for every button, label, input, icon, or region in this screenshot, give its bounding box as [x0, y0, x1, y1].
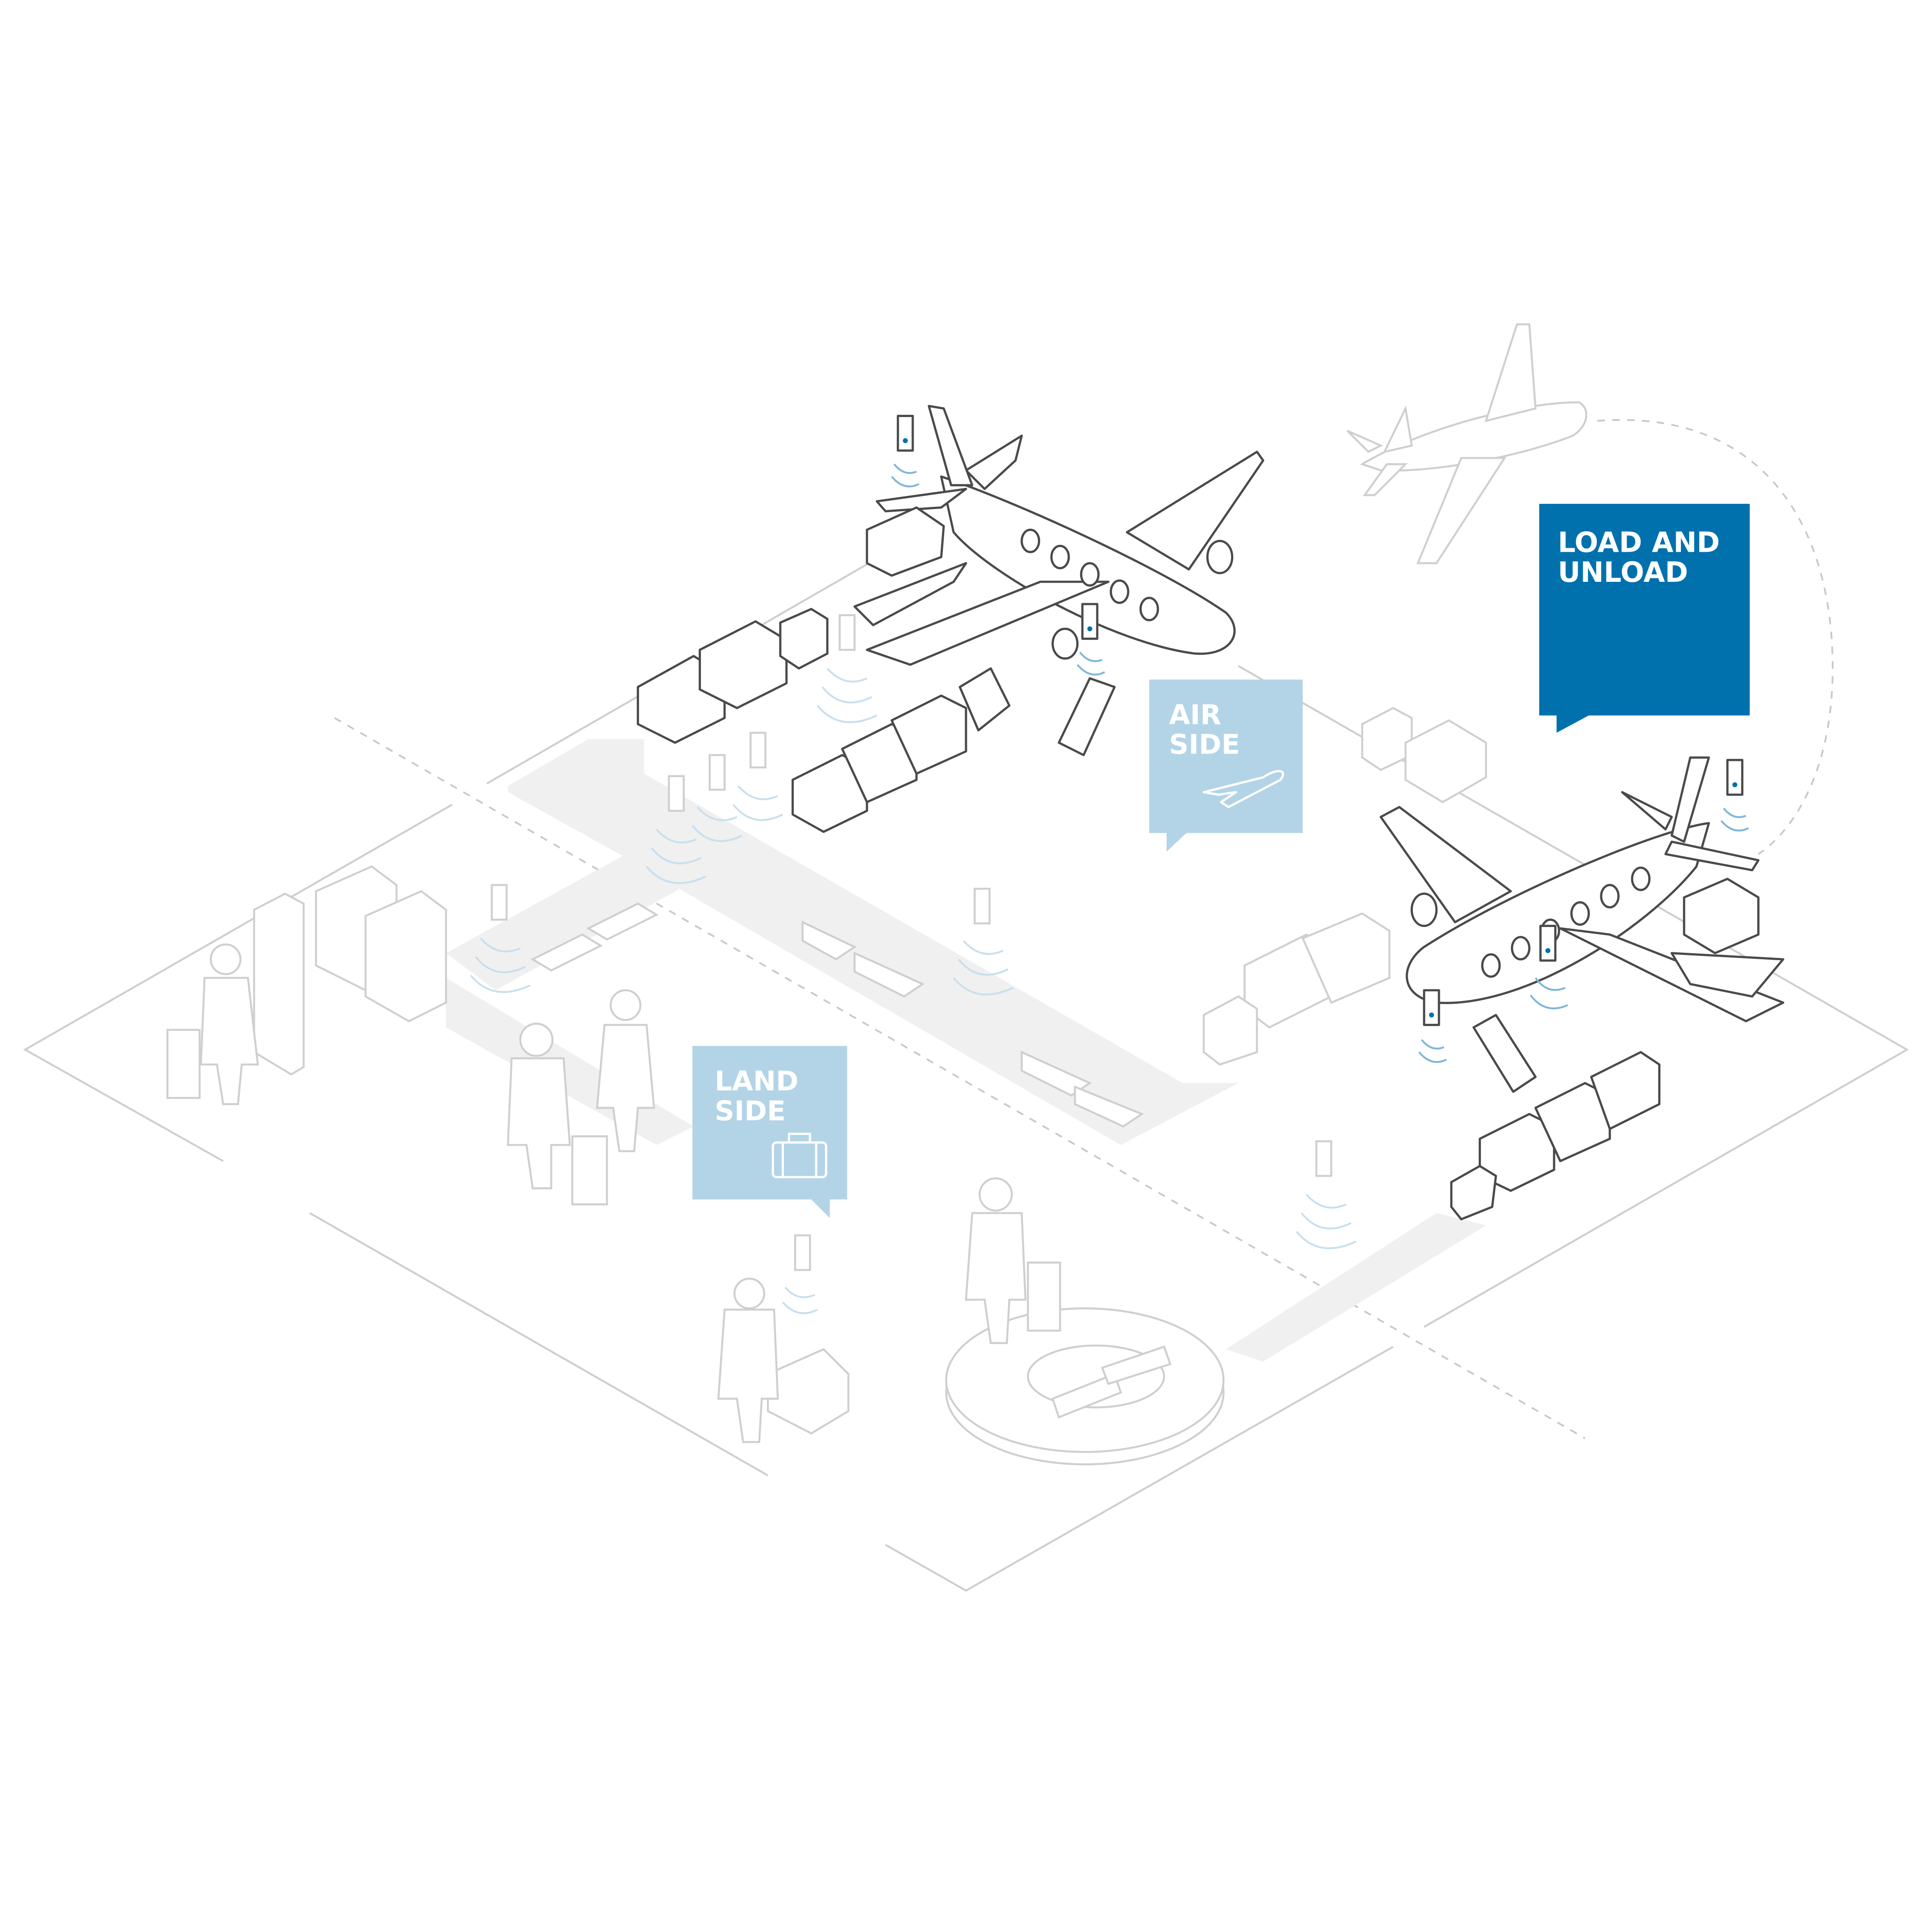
- sensor: [646, 775, 707, 884]
- callout-load-line2: UNLOAD: [1558, 557, 1688, 589]
- ground-vehicles-light: [1203, 707, 1487, 1066]
- airplane-icon: [1202, 770, 1284, 808]
- sensor: [470, 884, 531, 993]
- sensor: [1296, 1140, 1357, 1250]
- sensor: [952, 887, 1014, 996]
- flight-path-dashed: [1597, 419, 1834, 855]
- baggage-carts: [636, 608, 1661, 1221]
- sensor: [691, 754, 742, 842]
- passengers: [166, 943, 1061, 1443]
- suitcase-icon: [772, 1133, 827, 1178]
- sensor: [891, 414, 920, 488]
- airplane-load-unload: [1379, 756, 1785, 1022]
- distant-airplane: [1347, 323, 1588, 564]
- sensor: [782, 1234, 818, 1314]
- sensor: [1720, 759, 1749, 832]
- check-in-kiosks: [253, 865, 850, 1435]
- luggage-items: [531, 902, 1144, 1128]
- callout-load-line1: LOAD AND: [1558, 527, 1720, 559]
- rfid-sensors: [470, 414, 1749, 1314]
- callout-air-line1: AIR: [1169, 699, 1221, 730]
- sensor: [732, 732, 783, 821]
- sensor: [1076, 603, 1105, 676]
- callout-land-line2: SIDE: [714, 1095, 786, 1127]
- baggage-carousel: [945, 1307, 1225, 1466]
- sensor: [1530, 924, 1568, 1009]
- zone-divider-dashed: [334, 717, 1586, 1439]
- sensor: [1418, 989, 1447, 1063]
- callout-land-line1: LAND: [714, 1065, 798, 1097]
- airplane-air-side: [853, 405, 1265, 666]
- sensor: [816, 614, 878, 723]
- callout-air-line2: SIDE: [1169, 729, 1240, 761]
